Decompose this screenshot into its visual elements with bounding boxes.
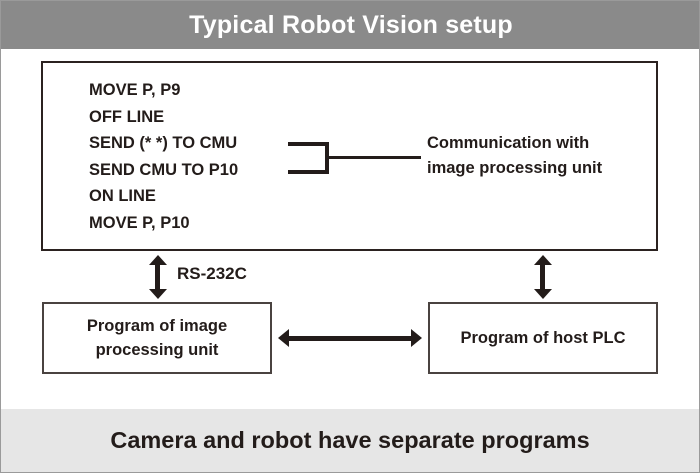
code-line: SEND (* *) TO CMU <box>89 134 238 152</box>
double-arrow-vertical-icon <box>534 255 552 299</box>
rs232c-label: RS-232C <box>177 264 247 283</box>
arrow-head-down <box>534 289 552 299</box>
annotation-line-1: Communication with <box>427 134 590 152</box>
double-arrow-vertical-icon <box>149 255 167 299</box>
code-line: MOVE P, P9 <box>89 81 181 99</box>
host-plc-line-1: Program of host PLC <box>460 329 626 347</box>
arrow-shaft <box>155 263 160 291</box>
arrow-head-up <box>149 255 167 265</box>
code-line: ON LINE <box>89 187 156 205</box>
footer-caption: Camera and robot have separate programs <box>110 426 590 453</box>
host-plc-box: Program of host PLC <box>428 302 658 374</box>
arrow-head-down <box>149 289 167 299</box>
communication-annotation: Communication with image processing unit <box>427 131 647 181</box>
image-unit-line-1: Program of image <box>86 317 228 335</box>
bracket-bottom-stub <box>288 170 329 174</box>
code-bracket-icon <box>288 142 329 174</box>
image-unit-line-2: processing unit <box>95 341 219 359</box>
arrow-shaft <box>287 336 413 341</box>
bracket-lead-line <box>327 156 421 159</box>
image-processing-unit-box: Program of image processing unit <box>42 302 272 374</box>
slide-footer-band: Camera and robot have separate programs <box>1 409 699 472</box>
arrow-head-up <box>534 255 552 265</box>
robot-program-code-list: MOVE P, P9 OFF LINE SEND (* *) TO CMU SE… <box>89 77 238 236</box>
double-arrow-horizontal-icon <box>278 329 422 348</box>
arrow-head-left <box>278 329 289 347</box>
robot-program-box: MOVE P, P9 OFF LINE SEND (* *) TO CMU SE… <box>41 61 658 251</box>
arrow-head-right <box>411 329 422 347</box>
annotation-line-2: image processing unit <box>427 159 603 177</box>
arrow-shaft <box>540 263 545 291</box>
code-line: MOVE P, P10 <box>89 213 190 232</box>
page-title: Typical Robot Vision setup <box>189 10 513 39</box>
code-line: SEND CMU TO P10 <box>89 160 239 179</box>
slide-header-band: Typical Robot Vision setup <box>1 1 699 49</box>
code-line: OFF LINE <box>89 107 165 126</box>
bracket-top-stub <box>288 142 329 146</box>
